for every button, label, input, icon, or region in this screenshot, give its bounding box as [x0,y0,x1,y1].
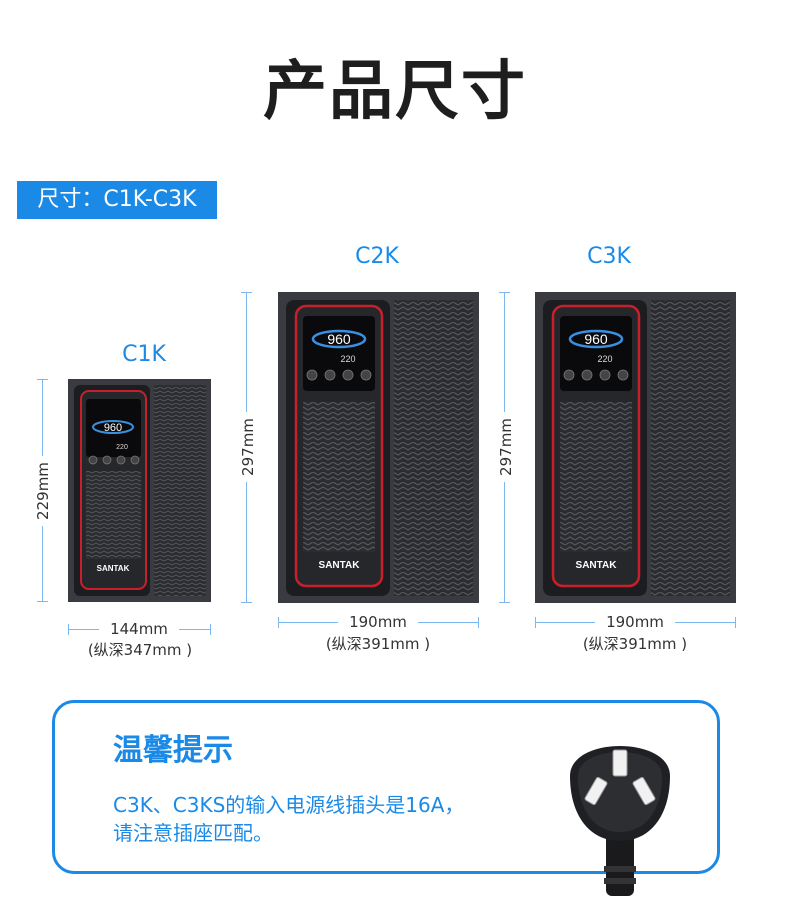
depth-c2k: (纵深391mm ) [325,635,431,653]
c1k-display-main: 960 [104,422,122,434]
ups-c2k-image: 960 220 SANTAK [278,292,479,603]
tip-title: 温馨提示 [113,733,233,768]
model-label-c3k: C3K [587,244,631,269]
dim-c3k-height: 297mm [497,412,515,482]
model-label-c2k: C2K [355,244,399,269]
power-plug-icon [570,746,670,896]
size-badge: 尺寸：C1K-C3K [17,181,217,219]
depth-c1k: (纵深347mm ) [87,641,193,659]
c3k-display-sub: 220 [597,354,612,364]
page-title: 产品尺寸 [263,55,527,129]
c2k-brand: SANTAK [319,560,361,571]
tip-line-2: 请注意插座匹配。 [113,821,273,845]
dim-c1k-height: 229mm [34,456,52,526]
model-label-c1k: C1K [122,342,166,367]
c2k-display-sub: 220 [340,354,355,364]
dim-c2k-height: 297mm [239,412,257,482]
c1k-brand: SANTAK [97,564,130,573]
c3k-brand: SANTAK [576,560,618,571]
dim-c3k-width: 190mm [595,612,675,632]
ups-c1k-image: 960 220 SANTAK [68,379,211,602]
ups-c3k-image: 960 220 SANTAK [535,292,736,603]
c1k-display-sub: 220 [116,444,128,451]
depth-c3k: (纵深391mm ) [582,635,688,653]
c2k-display-main: 960 [327,331,351,347]
tip-body: C3K、C3KS的输入电源线插头是16A， 请注意插座匹配。 [113,791,513,847]
c3k-display-main: 960 [584,331,608,347]
dim-c2k-width: 190mm [338,612,418,632]
dim-c1k-width: 144mm [99,619,179,639]
tip-line-1: C3K、C3KS的输入电源线插头是16A， [113,793,465,817]
